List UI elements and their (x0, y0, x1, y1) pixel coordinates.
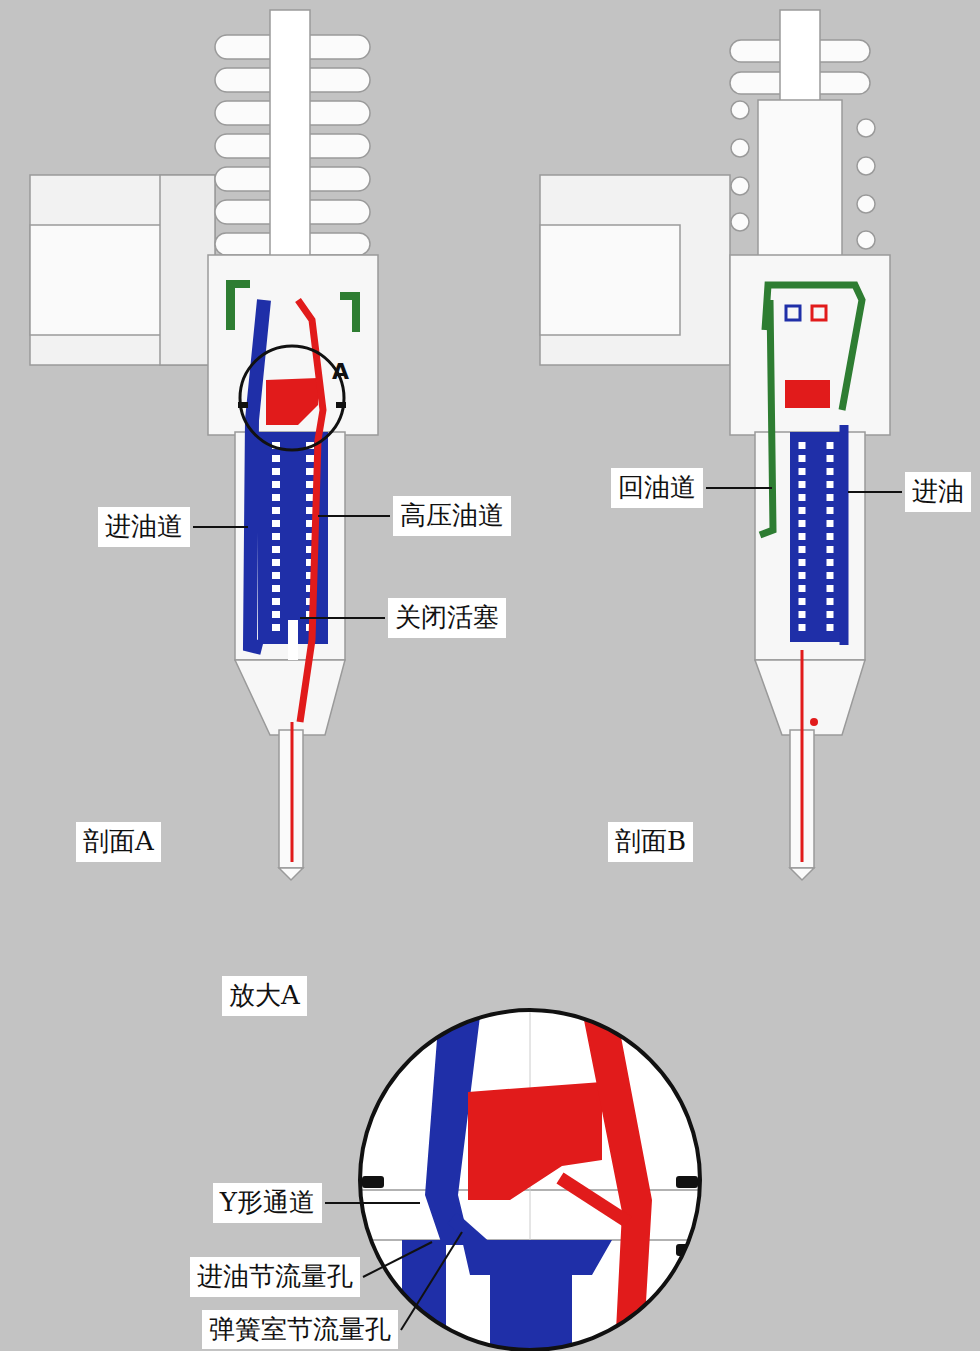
injector-b (540, 10, 890, 880)
callout-letter: A (332, 359, 349, 385)
injector-a-channels (226, 280, 360, 862)
magnified-detail (350, 1000, 710, 1351)
part-label: 进油节流量孔 (190, 1257, 360, 1296)
injector-a (30, 10, 378, 880)
part-label: Y形通道 (213, 1183, 322, 1222)
section-label: 剖面A (76, 822, 161, 861)
part-label: 进油 (905, 472, 971, 511)
part-label: 弹簧室节流量孔 (202, 1310, 398, 1349)
section-label: 剖面B (608, 822, 693, 861)
detail-label: 放大A (222, 976, 307, 1015)
part-label: 高压油道 (393, 496, 511, 535)
part-label: 回油道 (611, 468, 703, 507)
leader-lines (193, 488, 902, 1330)
injector-b-channels (760, 285, 862, 862)
part-label: 进油道 (98, 507, 190, 546)
part-label: 关闭活塞 (388, 598, 506, 637)
